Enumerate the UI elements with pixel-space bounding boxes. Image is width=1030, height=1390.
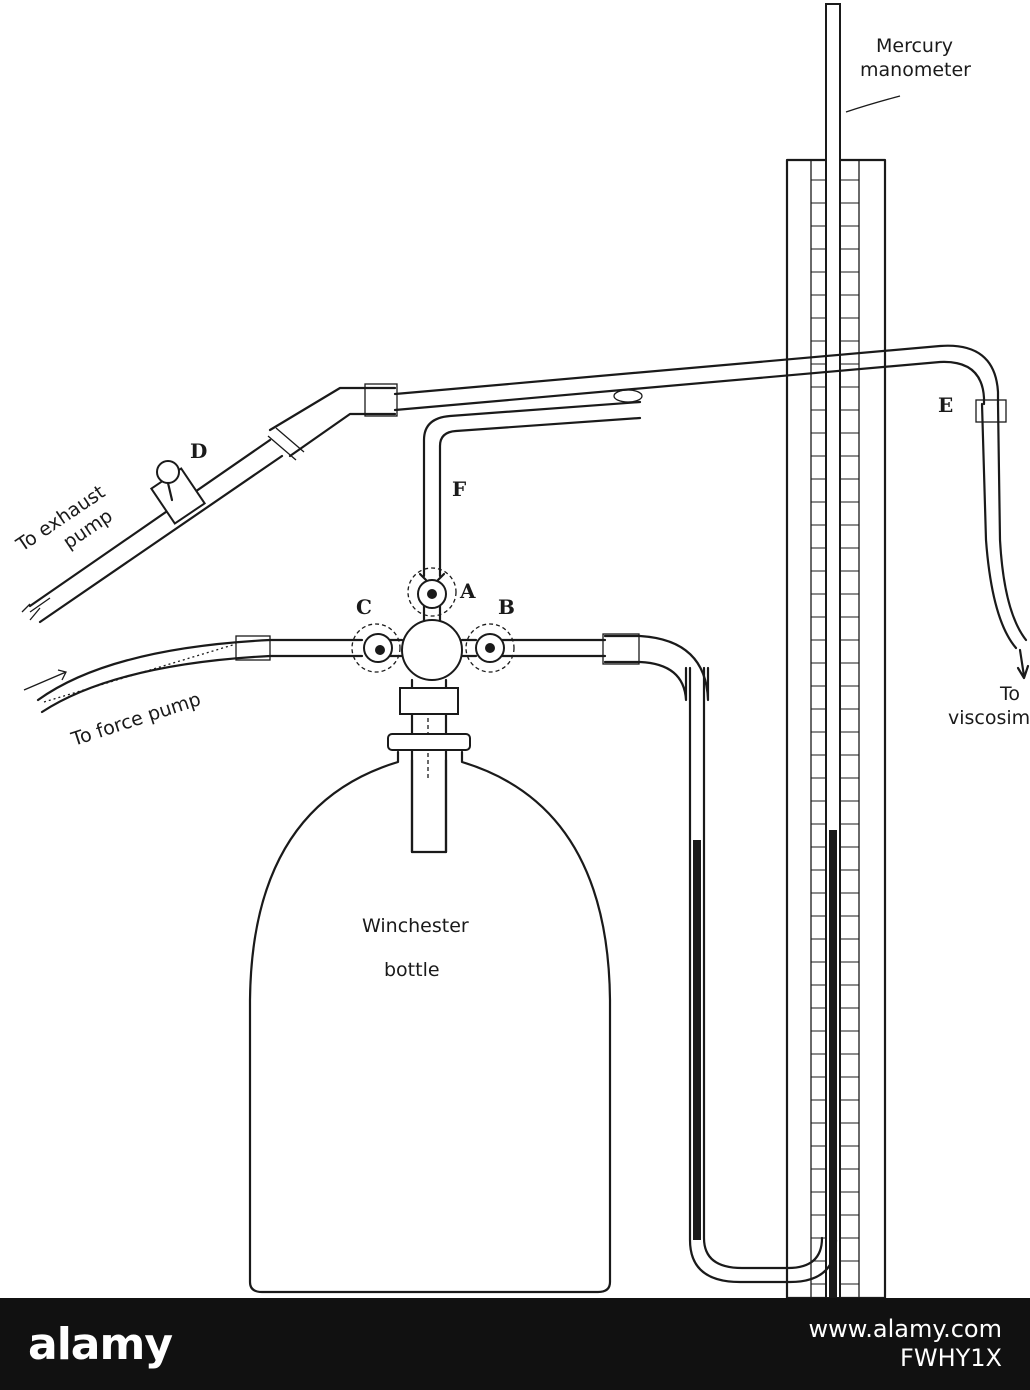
exhaust-arrow-icon [29, 597, 51, 613]
central-junction [401, 604, 463, 681]
top-tube [393, 344, 1000, 412]
label-exhaust-group: To exhaust pump [12, 481, 117, 557]
rubber-tube-e [975, 399, 1030, 680]
image-url: www.alamy.com [808, 1315, 1002, 1344]
alamy-logo: alamy [28, 1318, 173, 1370]
rubber-tube-b [498, 633, 710, 702]
label-b: B [498, 595, 515, 619]
label-f: F [452, 477, 466, 501]
stopcock-a [407, 567, 457, 617]
image-id: FWHY1X [900, 1344, 1002, 1372]
stopcock-c [351, 623, 404, 673]
stopcock-d [21, 438, 284, 624]
manometer-leader [845, 95, 901, 113]
apparatus-diagram: Mercury manometer D E F A B C To exhaust… [12, 3, 1030, 1298]
winchester-bottle [248, 733, 612, 1294]
force-pump-tube [36, 635, 364, 714]
label-c: C [356, 595, 372, 619]
force-arrow-icon [23, 669, 67, 691]
label-winchester: Winchester [362, 915, 469, 937]
label-force-group: To force pump [68, 688, 204, 751]
rubber-tube-d [267, 383, 398, 461]
label-viscosim: viscosim [948, 707, 1030, 729]
label-force-pump: To force pump [68, 688, 204, 751]
label-a: A [459, 579, 476, 603]
image-id-block: www.alamy.com FWHY1X [809, 1315, 1002, 1373]
u-tube [688, 666, 838, 1284]
bottle-stem [399, 678, 459, 854]
label-manometer: manometer [860, 59, 971, 81]
stopcock-b [460, 623, 515, 673]
watermark-footer: alamy www.alamy.com FWHY1X [0, 1298, 1030, 1390]
manometer-tube [825, 3, 841, 1298]
diagram-canvas: Mercury manometer D E F A B C To exhaust… [11, 3, 1030, 1298]
label-to: To [999, 683, 1020, 705]
label-e: E [938, 393, 953, 417]
label-mercury: Mercury [876, 35, 953, 57]
tube-f [422, 400, 642, 578]
label-bottle: bottle [384, 959, 440, 981]
label-d: D [190, 439, 207, 463]
